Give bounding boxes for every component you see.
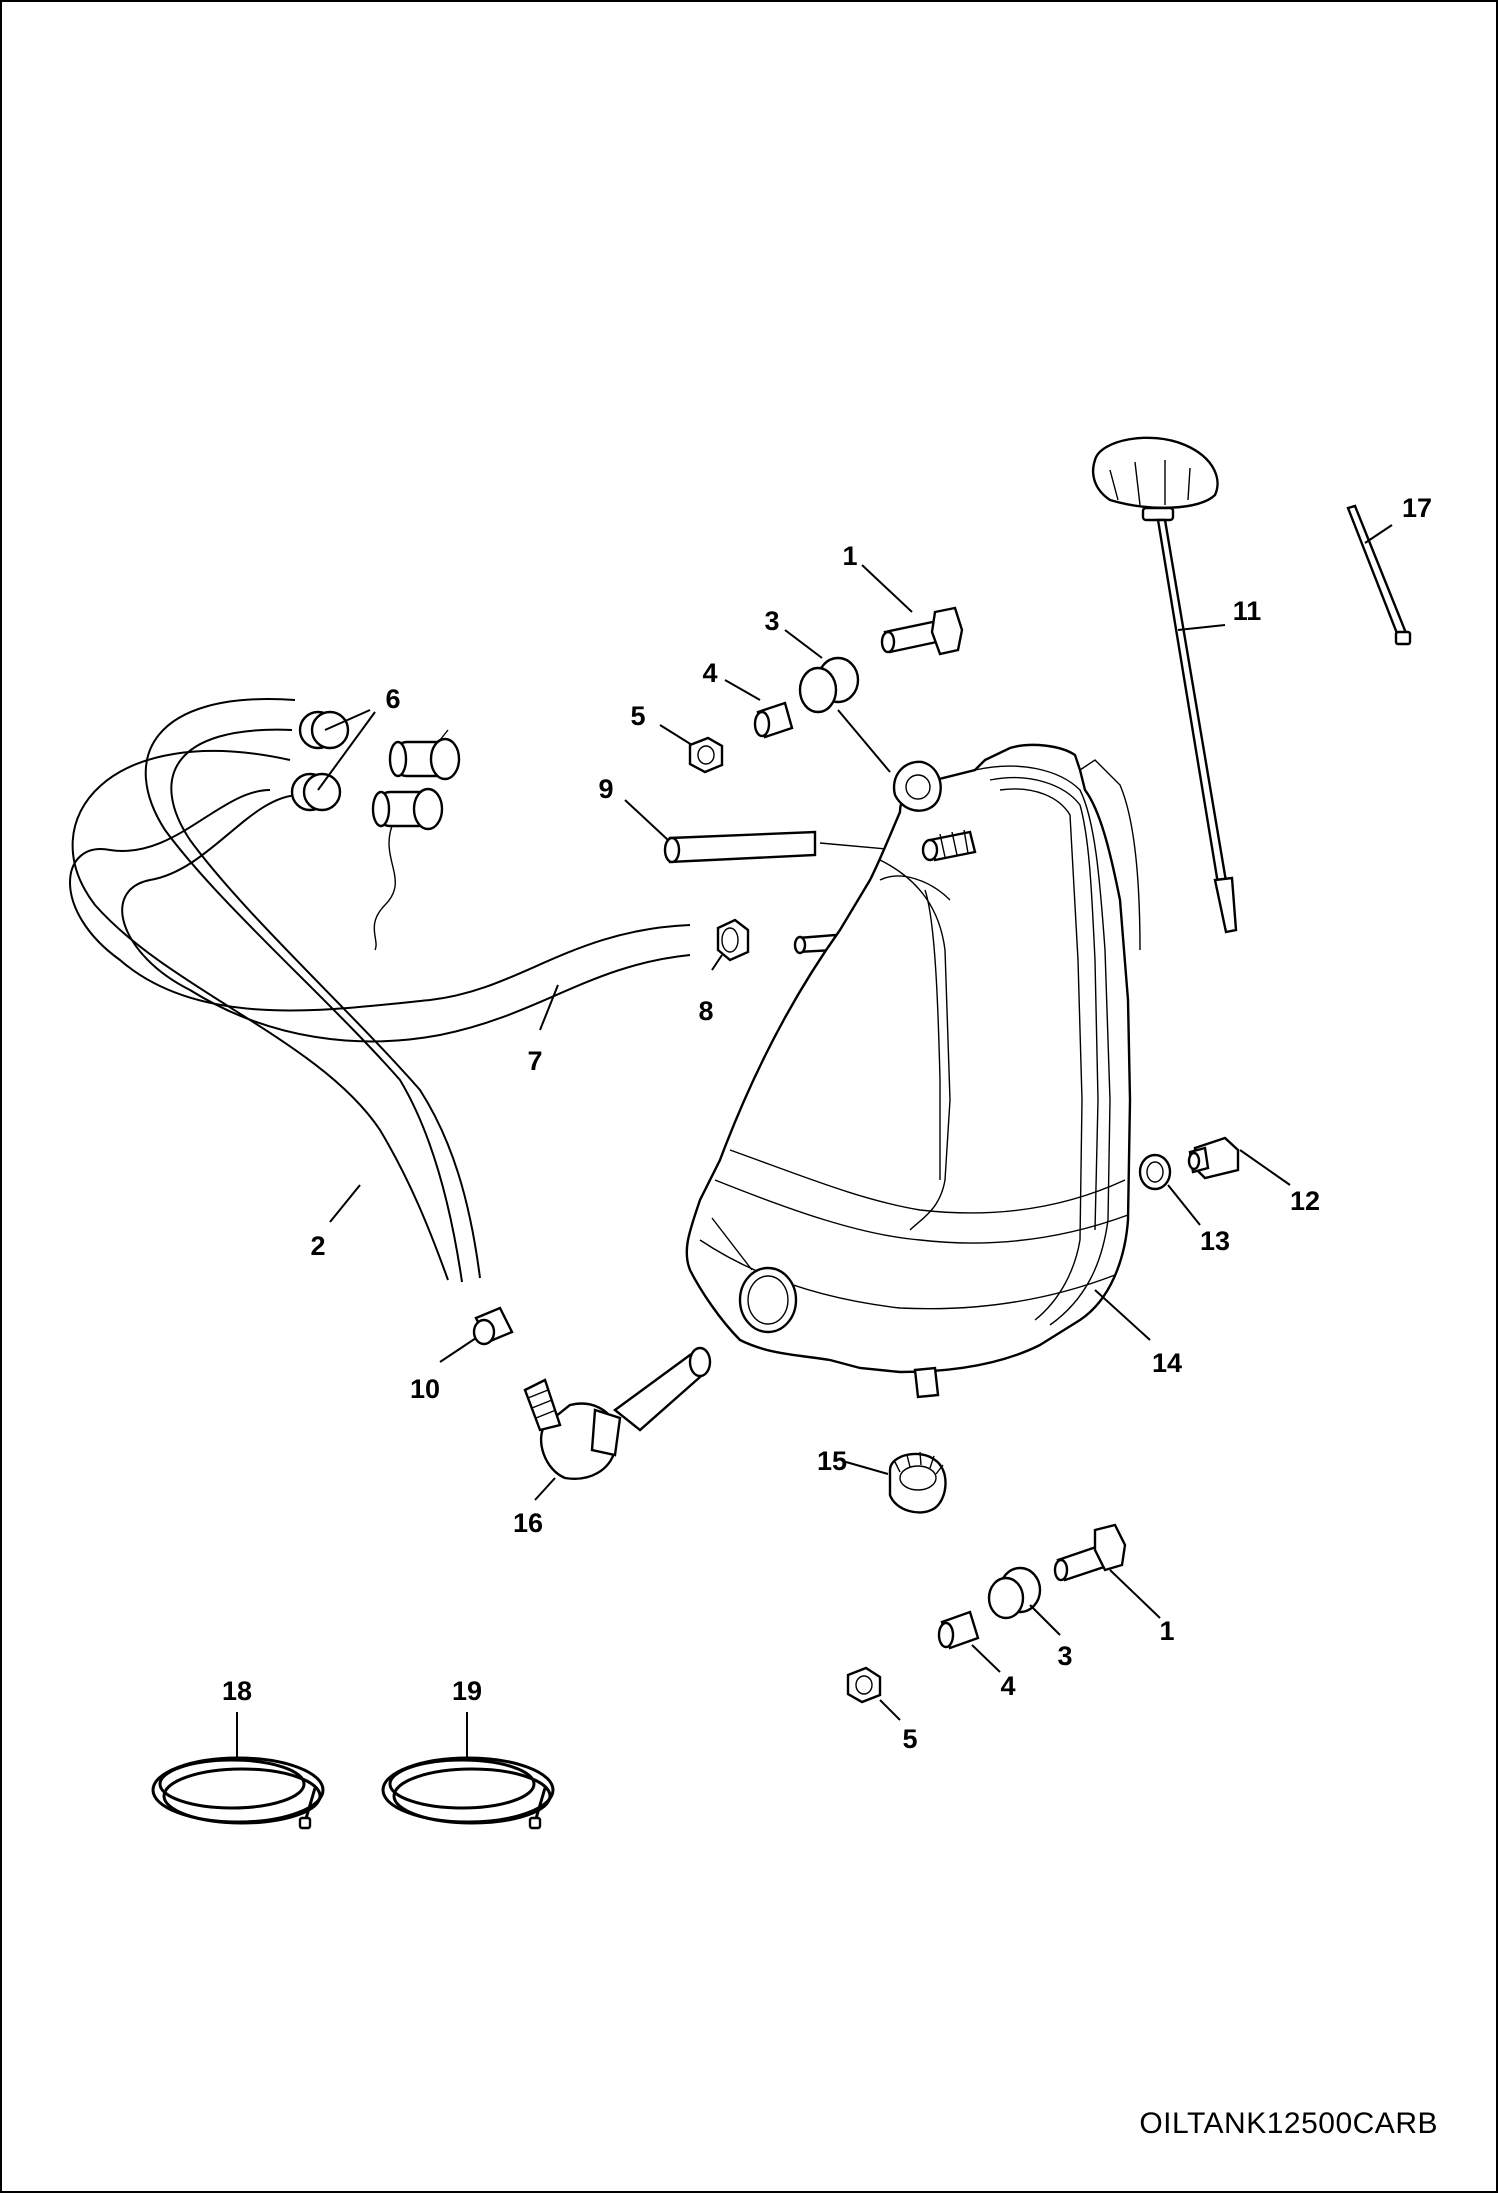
washer-13-drawing	[1138, 1153, 1172, 1191]
hose-coil-19-drawing	[381, 1756, 555, 1830]
callout-13: 13	[1200, 1226, 1230, 1256]
callout-3-bottom: 3	[1057, 1641, 1072, 1671]
hose-2-drawing	[71, 698, 481, 1283]
hose-7-drawing	[69, 789, 691, 1043]
callout-6: 6	[385, 684, 400, 714]
callout-4-bottom: 4	[1000, 1671, 1015, 1701]
fitting-16-drawing	[523, 1346, 712, 1480]
hose-coil-18-drawing	[151, 1756, 325, 1830]
oil-tank-14-drawing	[685, 743, 1141, 1399]
callout-14: 14	[1152, 1348, 1182, 1378]
nut-5-top-drawing	[688, 736, 724, 774]
leader-lines	[236, 524, 1393, 1758]
dipstick-11-drawing	[1091, 436, 1238, 934]
callout-15: 15	[817, 1446, 847, 1476]
callout-1-bottom: 1	[1159, 1616, 1174, 1646]
callout-19: 19	[452, 1676, 482, 1706]
callout-17: 17	[1402, 493, 1432, 523]
grommet-3-top-drawing	[798, 656, 860, 714]
strap-17-drawing	[1346, 504, 1412, 646]
sleeve-4-bottom-drawing	[937, 1610, 980, 1650]
nut-5-bottom-drawing	[846, 1666, 882, 1704]
grommet-15-drawing	[888, 1451, 947, 1514]
callout-9: 9	[598, 774, 613, 804]
cap-8-drawing	[716, 918, 837, 962]
clamps-6-drawing	[290, 710, 350, 812]
callout-16: 16	[513, 1508, 543, 1538]
grommet-3-bottom-drawing	[987, 1566, 1042, 1620]
bolt-1-top-drawing	[880, 606, 964, 656]
callout-8: 8	[698, 996, 713, 1026]
callout-5-top: 5	[630, 701, 645, 731]
callout-1-top: 1	[842, 541, 857, 571]
callout-7: 7	[527, 1046, 542, 1076]
callout-2: 2	[310, 1231, 325, 1261]
bolt-1-bottom-drawing	[1053, 1523, 1127, 1582]
tube-9-drawing	[663, 830, 921, 864]
caps-drawing	[371, 729, 461, 951]
sleeve-10-drawing	[472, 1306, 514, 1346]
callout-4-top: 4	[702, 658, 717, 688]
sleeve-4-top-drawing	[753, 701, 794, 739]
callout-5-bottom: 5	[902, 1724, 917, 1754]
callouts: 1 3 4 5 6 9 11 17 8 7 2 12 13 14 10 16 1…	[222, 493, 1432, 1754]
callout-3-top: 3	[764, 606, 779, 636]
callout-11: 11	[1233, 596, 1262, 626]
callout-10: 10	[410, 1374, 440, 1404]
plug-12-drawing	[1187, 1136, 1240, 1180]
callout-12: 12	[1290, 1186, 1320, 1216]
drawing-code: OILTANK12500CARB	[1139, 2107, 1438, 2140]
callout-18: 18	[222, 1676, 252, 1706]
